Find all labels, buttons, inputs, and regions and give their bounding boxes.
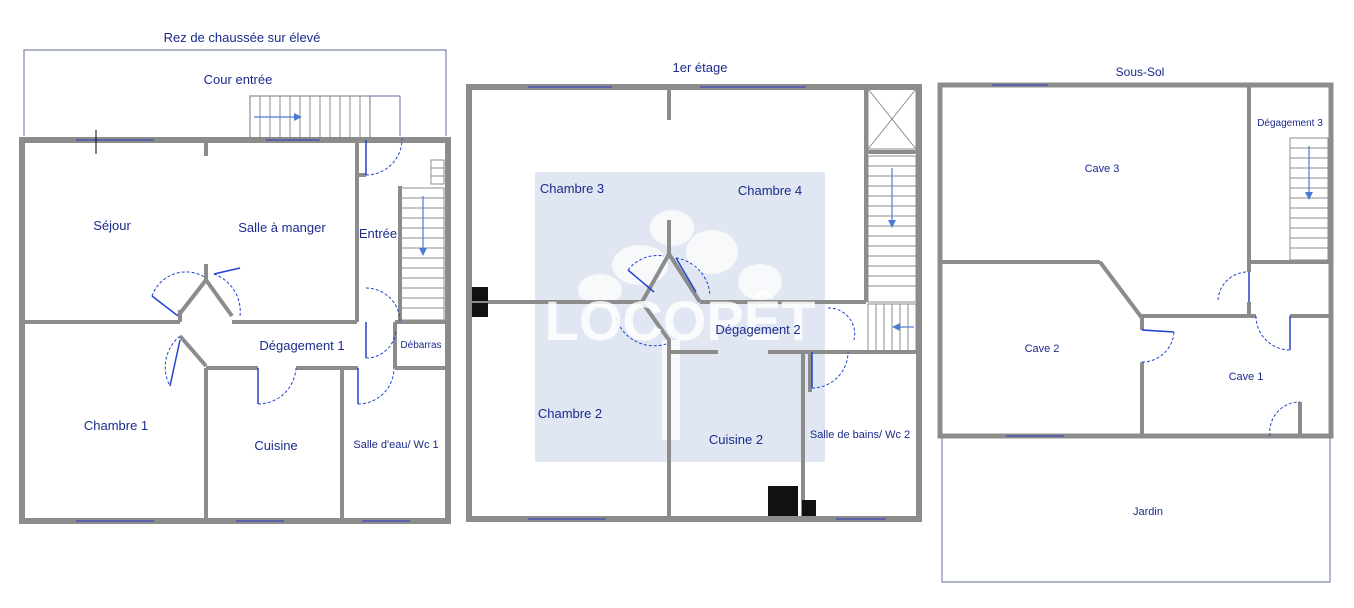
ground-interior-walls (22, 140, 448, 521)
room-label-chambre2: Chambre 2 (538, 406, 602, 421)
first-door-arcs (615, 255, 856, 389)
first-windows (528, 86, 886, 520)
arrow-left-icon (892, 323, 900, 331)
ground-stairs (400, 159, 445, 321)
room-label-chambre3: Chambre 3 (540, 181, 604, 196)
arrow-down-icon (419, 248, 427, 256)
ground-floor-title: Rez de chaussée sur élevé (164, 30, 321, 45)
arrow-down-icon (1305, 192, 1313, 200)
first-door-leaves (627, 257, 813, 388)
first-stairs (867, 155, 917, 353)
ground-outer-walls (19, 137, 451, 524)
ground-floor: Rez de chaussée sur élevé Cour entrée Sé… (19, 30, 451, 524)
basement-door-leaves (1141, 272, 1291, 350)
garden-outline (941, 436, 1331, 583)
ground-windows (76, 139, 410, 522)
watermark-text: LOCOPÊT (545, 289, 816, 352)
arrow-down-icon (888, 220, 896, 228)
room-label-cuisine2: Cuisine 2 (709, 432, 763, 447)
room-label-degagement3: Dégagement 3 (1257, 118, 1323, 129)
basement-interior-walls (940, 85, 1331, 436)
room-label-debarras: Débarras (400, 340, 441, 351)
basement-title: Sous-Sol (1116, 65, 1165, 79)
ground-angled-walls (176, 264, 234, 368)
basement-stairs (1289, 137, 1329, 261)
room-label-jardin: Jardin (1133, 506, 1163, 518)
room-label-cave2: Cave 2 (1025, 343, 1060, 355)
first-angled-walls (640, 220, 702, 352)
room-label-cour: Cour entrée (204, 72, 273, 87)
room-label-cave1: Cave 1 (1229, 371, 1264, 383)
first-floor-title: 1er étage (673, 60, 728, 75)
room-label-cuisine: Cuisine (254, 438, 297, 453)
basement-door-arcs (1141, 271, 1301, 437)
room-label-degagement2: Dégagement 2 (715, 322, 800, 337)
arrow-right-icon (294, 113, 302, 121)
first-chimneys (472, 287, 816, 516)
basement-floor: Sous-Sol Cave 3 Dégagement 3 Cave 2 Cave… (937, 65, 1334, 583)
room-label-cave3: Cave 3 (1085, 163, 1120, 175)
ground-door-leaves (151, 140, 367, 404)
room-label-chambre1: Chambre 1 (84, 418, 148, 433)
room-label-entree: Entrée (359, 226, 397, 241)
tree-logo-icon (578, 210, 782, 440)
room-label-chambre4: Chambre 4 (738, 183, 802, 198)
first-floor: LOCOPÊT 1er étage Chambre 3 Chambre 4 Dé… (466, 60, 922, 522)
room-label-degagement1: Dégagement 1 (259, 338, 344, 353)
stair-void (867, 88, 917, 150)
room-label-salle-bains: Salle de bains/ Wc 2 (810, 429, 910, 441)
room-label-sejour: Séjour (93, 218, 131, 233)
basement-windows (992, 84, 1064, 437)
ground-door-arcs (151, 138, 403, 405)
entrance-steps (249, 95, 371, 139)
room-label-salle-a-manger: Salle à manger (238, 220, 326, 235)
first-interior-walls (469, 87, 919, 519)
courtyard-outline (23, 49, 447, 136)
room-label-salle-eau: Salle d'eau/ Wc 1 (353, 439, 438, 451)
